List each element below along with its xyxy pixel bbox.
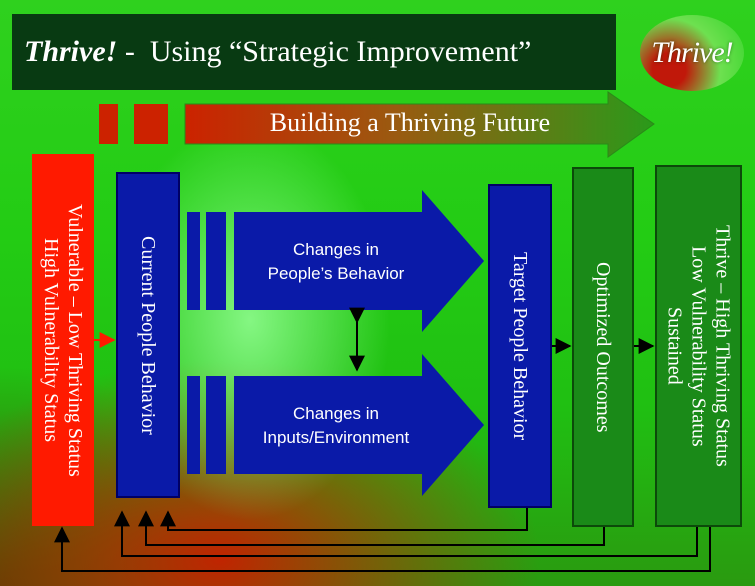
future-block-1 <box>99 104 118 144</box>
behavior-label-line-1: Changes in <box>292 240 379 259</box>
thrive-logo: Thrive! <box>640 15 744 91</box>
vulnerable-status-box: Vulnerable – Low Thriving Status High Vu… <box>32 154 94 526</box>
behavior-label-line-2: People’s Behavior <box>267 264 405 283</box>
optimized-outcomes-label: Optimized Outcomes <box>592 261 614 433</box>
inputs-stripe-2 <box>206 376 226 474</box>
optimized-outcomes-box: Optimized Outcomes <box>572 167 634 527</box>
title-brand: Thrive! <box>24 35 118 68</box>
title-text: - Using “Strategic Improvement” <box>117 35 532 68</box>
feedback-loop-inner <box>160 508 528 531</box>
inputs-arrow-label: Changes in Inputs/Environment <box>236 402 436 452</box>
thrive-line-3: Sustained <box>663 307 686 385</box>
behavior-stripe-1 <box>187 212 200 310</box>
vulnerable-line-2: High Vulnerability Status <box>40 238 62 442</box>
thrive-status-box: Thrive – High Thriving Status Low Vulner… <box>655 165 742 527</box>
future-block-2 <box>134 104 168 144</box>
behavior-stripe-2 <box>206 212 226 310</box>
future-arrow-label: Building a Thriving Future <box>269 108 551 137</box>
inputs-label-line-1: Changes in <box>292 404 379 423</box>
behavior-arrow-label: Changes in People’s Behavior <box>236 238 436 288</box>
feedback-loop-outer-b <box>54 526 711 572</box>
future-arrow-body <box>184 91 655 158</box>
feedback-loop-middle <box>138 510 605 546</box>
current-behavior-label: Current People Behavior <box>137 235 159 435</box>
target-behavior-label: Target People Behavior <box>509 251 531 441</box>
current-behavior-box: Current People Behavior <box>116 172 180 498</box>
inputs-label-line-2: Inputs/Environment <box>262 428 410 447</box>
inputs-arrow <box>234 354 484 496</box>
title-bar: Thrive! - Using “Strategic Improvement” <box>12 14 616 90</box>
target-behavior-box: Target People Behavior <box>488 184 552 508</box>
inputs-stripe-1 <box>187 376 200 474</box>
feedback-loop-outer-a <box>114 510 698 557</box>
behavior-arrow <box>234 190 484 332</box>
thrive-line-2: Low Vulnerability Status <box>687 245 710 447</box>
vulnerable-line-1: Vulnerable – Low Thriving Status <box>64 203 86 477</box>
thrive-line-1: Thrive – High Thriving Status <box>711 225 734 467</box>
